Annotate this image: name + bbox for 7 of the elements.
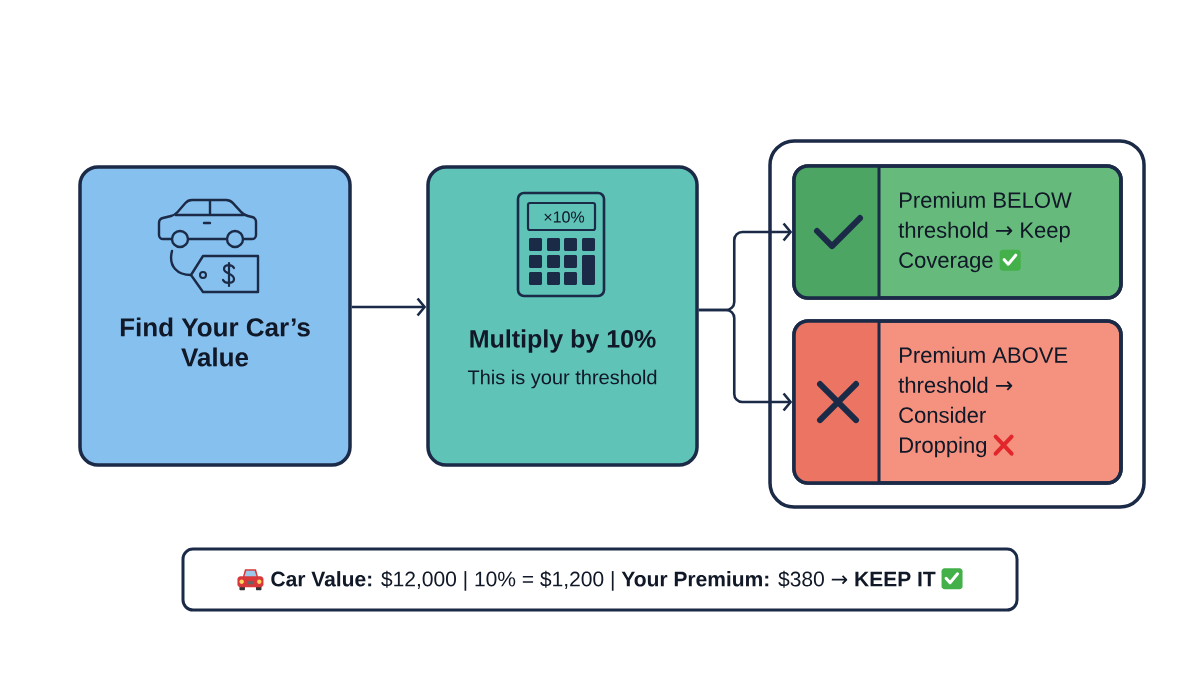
display-text: ×10% (544, 211, 585, 223)
arrow (698, 308, 793, 412)
summary-bar: Car Value: $12,000 | 10% = $1,200 | Your Premium: $380 → KEEP IT (181, 547, 1019, 612)
result-box: Premium ABOVE threshold → Consider Dropping (792, 319, 1123, 485)
arrow (351, 297, 427, 317)
result-box: Premium BELOW threshold → Keep Coverage (792, 164, 1123, 300)
step-box: Find Your Car’s Value (78, 165, 352, 467)
